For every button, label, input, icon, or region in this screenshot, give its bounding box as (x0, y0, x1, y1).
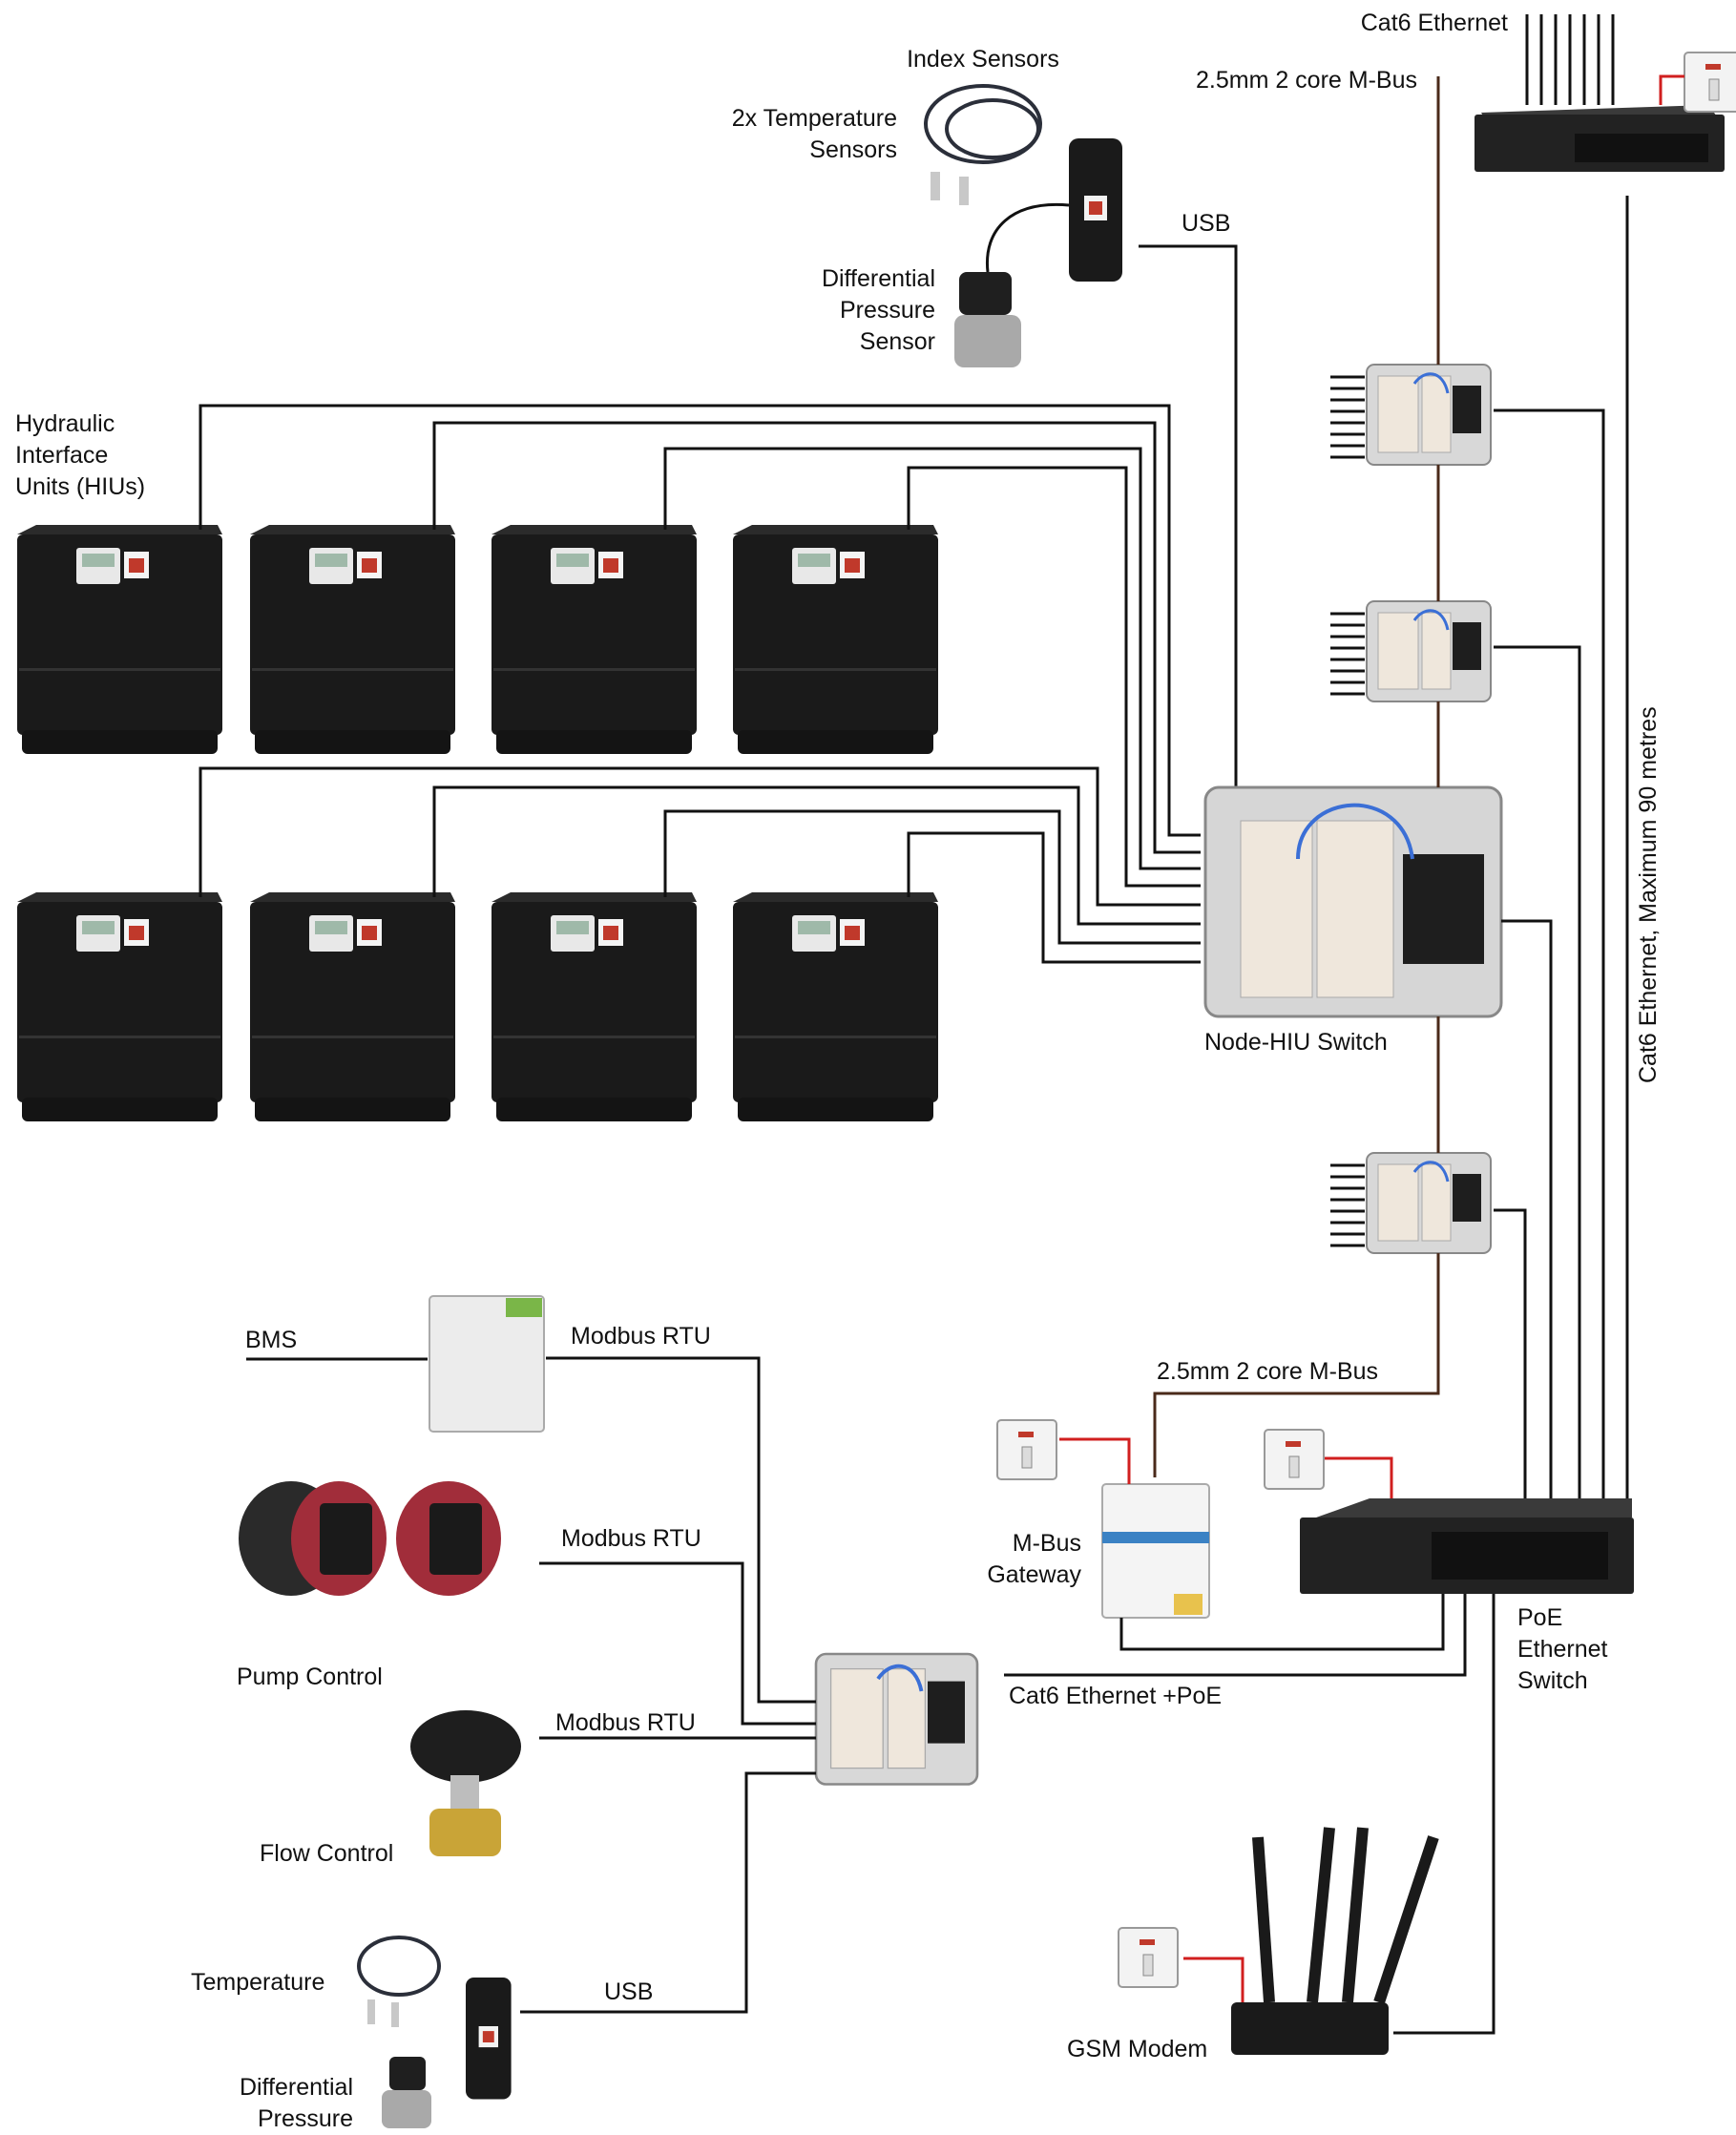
node-enclosure-icon (814, 1652, 979, 1787)
gateway-uplink (1119, 1594, 1445, 1651)
pressure-sensor-icon (954, 202, 1070, 367)
hiu-label-3: Units (HIUs) (15, 473, 145, 500)
modem-cable (1393, 1594, 1495, 2035)
hiu-cables (199, 404, 1201, 964)
cat6-max-label: Cat6 Ethernet, Maximum 90 metres (1635, 706, 1662, 1083)
bms-label: BMS (245, 1327, 297, 1353)
hiu-label-2: Interface (15, 442, 108, 469)
modbus-cables (520, 1356, 816, 2014)
diff-pressure-label-2: Pressure (840, 297, 935, 324)
mbus-top-label: 2.5mm 2 core M-Bus (1196, 67, 1417, 94)
diff-bottom-label-2: Pressure (258, 2105, 353, 2132)
power-socket-icon (1264, 1429, 1325, 1490)
gsm-modem-icon (1231, 1827, 1439, 2055)
power-cable (1325, 1456, 1393, 1498)
power-socket-icon (1118, 1927, 1179, 1988)
power-cable (1659, 74, 1684, 105)
usb-top-label: USB (1182, 210, 1230, 237)
gsm-modem-label: GSM Modem (1067, 2036, 1207, 2062)
poe-switch-icon (1300, 1498, 1634, 1594)
mbus-bottom-label: 2.5mm 2 core M-Bus (1157, 1358, 1378, 1385)
temperature-probe-icon (924, 84, 1042, 205)
temperature-probe-icon (357, 1936, 441, 2027)
hiu-unit-icon (17, 525, 938, 1121)
usb-sensor-hub-icon (466, 1978, 512, 2100)
cat6-top-label: Cat6 Ethernet (1361, 10, 1508, 36)
usb-sensor-hub-icon (1069, 138, 1122, 282)
pump-control-label: Pump Control (237, 1664, 383, 1690)
power-cable (1059, 1437, 1131, 1484)
flow-valve-icon (410, 1710, 521, 1856)
node-hiu-switch (1203, 785, 1503, 1018)
diff-pressure-label-3: Sensor (860, 328, 935, 355)
node-hiu-switch-label: Node-HIU Switch (1204, 1029, 1388, 1056)
pump-icon (239, 1481, 501, 1596)
usb-cable-top (1139, 244, 1238, 797)
power-cable (1183, 1957, 1244, 2002)
cat6-poe-label: Cat6 Ethernet +PoE (1009, 1683, 1222, 1709)
pressure-sensor-icon (382, 2057, 431, 2128)
modbus-gateway-icon (429, 1295, 545, 1433)
modbus-label-1: Modbus RTU (571, 1323, 711, 1350)
mbus-gateway-label-1: M-Bus (1013, 1530, 1081, 1557)
hiu-label-1: Hydraulic (15, 410, 115, 437)
flow-control-label: Flow Control (260, 1840, 393, 1867)
power-socket-icon (1684, 52, 1736, 113)
diff-pressure-label-1: Differential (822, 265, 935, 292)
mbus-gateway-icon (1101, 1483, 1210, 1619)
temp-sensors-label-2: Sensors (809, 136, 897, 163)
poe-label-1: PoE (1517, 1604, 1562, 1631)
power-socket-icon (996, 1419, 1057, 1480)
modbus-label-2: Modbus RTU (561, 1525, 701, 1552)
index-sensors-label: Index Sensors (907, 46, 1059, 73)
temperature-label: Temperature (191, 1969, 324, 1996)
temp-sensors-label-1: 2x Temperature (732, 105, 897, 132)
mbus-gateway-label-2: Gateway (987, 1561, 1081, 1588)
mbus-cables (1153, 76, 1440, 1477)
cat6-bundle-top (1525, 14, 1615, 105)
cat6-cables (1494, 196, 1629, 1498)
ethernet-switch-icon (1475, 105, 1725, 172)
poe-label-2: Ethernet (1517, 1636, 1608, 1663)
modbus-label-3: Modbus RTU (555, 1709, 696, 1736)
poe-label-3: Switch (1517, 1667, 1588, 1694)
diff-bottom-label-1: Differential (240, 2074, 353, 2101)
usb-bottom-label: USB (604, 1978, 653, 2005)
cat6-poe-cable (1004, 1594, 1467, 1677)
node-port-stubs (1330, 375, 1365, 1247)
